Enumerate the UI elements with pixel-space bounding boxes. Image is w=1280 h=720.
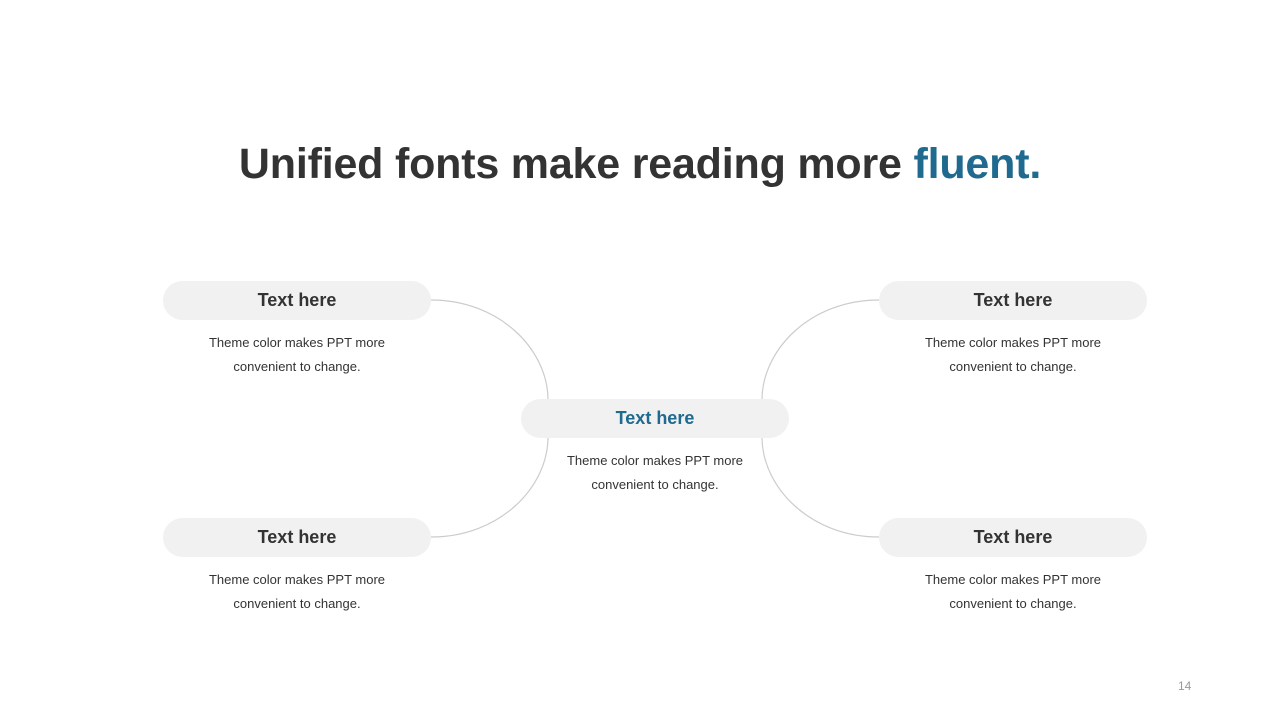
slide-title: Unified fonts make reading more fluent. — [0, 138, 1280, 190]
title-main: Unified fonts make reading more — [238, 140, 914, 188]
node-top-right-line2: convenient to change. — [949, 359, 1077, 374]
node-bottom-left-description: Theme color makes PPT more convenient to… — [163, 568, 431, 616]
connector-top-left — [430, 299, 549, 401]
node-top-left-heading: Text here — [163, 281, 431, 320]
node-center-heading: Text here — [521, 399, 789, 438]
title-accent: fluent. — [913, 140, 1042, 188]
node-center: Text here Theme color makes PPT more con… — [521, 399, 789, 497]
node-bottom-right-description: Theme color makes PPT more convenient to… — [879, 568, 1147, 616]
node-top-left: Text here Theme color makes PPT more con… — [163, 281, 431, 379]
node-center-line2: convenient to change. — [591, 477, 719, 492]
node-center-line1: Theme color makes PPT more — [566, 453, 744, 468]
node-top-right-heading: Text here — [879, 281, 1147, 320]
node-bottom-right: Text here Theme color makes PPT more con… — [879, 518, 1147, 616]
node-bottom-right-line1: Theme color makes PPT more — [924, 572, 1102, 587]
node-bottom-left-line1: Theme color makes PPT more — [208, 572, 386, 587]
node-top-right-description: Theme color makes PPT more convenient to… — [879, 331, 1147, 379]
node-top-right-line1: Theme color makes PPT more — [924, 335, 1102, 350]
node-bottom-left-line2: convenient to change. — [233, 596, 361, 611]
node-top-left-line2: convenient to change. — [233, 359, 361, 374]
node-top-left-description: Theme color makes PPT more convenient to… — [163, 331, 431, 379]
node-bottom-right-heading: Text here — [879, 518, 1147, 557]
node-bottom-left-heading: Text here — [163, 518, 431, 557]
node-center-description: Theme color makes PPT more convenient to… — [521, 449, 789, 497]
node-top-right: Text here Theme color makes PPT more con… — [879, 281, 1147, 379]
page-number: 14 — [1178, 679, 1192, 693]
connector-top-right — [761, 299, 880, 401]
node-bottom-left: Text here Theme color makes PPT more con… — [163, 518, 431, 616]
node-top-left-line1: Theme color makes PPT more — [208, 335, 386, 350]
node-bottom-right-line2: convenient to change. — [949, 596, 1077, 611]
